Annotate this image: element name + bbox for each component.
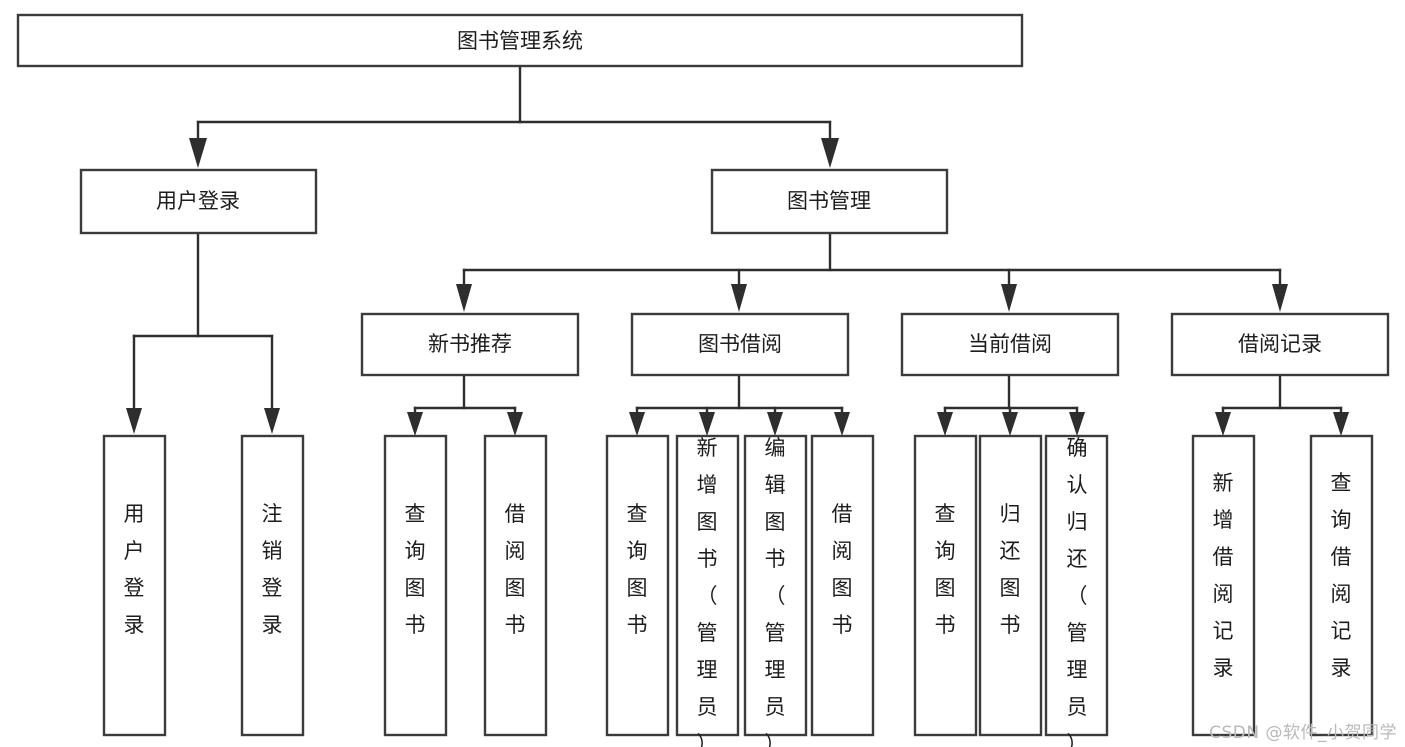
arrow-head-current-borrow [1001, 284, 1017, 312]
node-new-book-recommend-label: 新书推荐 [428, 332, 512, 356]
leaf-node-add-book-label: 新增图书（管理员） [697, 436, 718, 747]
arrow-head-leaf-query-book-a [407, 412, 423, 436]
connector-group-book-borrow [629, 373, 850, 436]
leaf-node-borrow-book[interactable]: 借阅图书 [810, 434, 875, 737]
leaf-node-query-borrow-record-label: 查询借阅记录 [1331, 471, 1352, 680]
leaf-node-borrow-book-recommend[interactable]: 借阅图书 [483, 434, 548, 737]
connector-group-root [189, 64, 839, 168]
arrow-head-leaf-query-book-b [629, 412, 645, 436]
leaf-node-borrow-book-label: 借阅图书 [832, 502, 853, 637]
arrow-head-borrow-record [1272, 284, 1288, 312]
connector-group-borrow-record [1215, 373, 1349, 436]
node-current-borrow-box [900, 312, 1120, 377]
leaf-node-query-book-borrow[interactable]: 查询图书 [605, 434, 670, 737]
arrow-head-leaf-borrow-book-a [507, 412, 523, 436]
leaf-node-add-book-box [675, 434, 740, 737]
leaf-node-user-login[interactable]: 用户登录 [102, 434, 167, 737]
leaf-node-query-book-current-label: 查询图书 [935, 502, 956, 637]
node-user-login[interactable]: 用户登录 [79, 168, 318, 235]
leaf-node-query-book-borrow-label: 查询图书 [627, 502, 648, 637]
arrow-head-book-mgmt [821, 138, 839, 168]
leaf-node-query-book-borrow-box [605, 434, 670, 737]
leaf-node-add-borrow-record-label: 新增借阅记录 [1213, 471, 1234, 680]
connector-group-user-login [126, 231, 280, 434]
leaf-node-add-borrow-record-box [1191, 434, 1256, 737]
node-root[interactable]: 图书管理系统 [16, 13, 1024, 68]
leaf-node-query-book-recommend-label: 查询图书 [405, 502, 426, 637]
leaf-node-logout[interactable]: 注销登录 [240, 434, 305, 737]
leaf-node-query-borrow-record-box [1309, 434, 1374, 737]
node-current-borrow[interactable]: 当前借阅 [900, 312, 1120, 377]
arrow-head-leaf-add-book [699, 412, 715, 436]
arrow-head-book-borrow [731, 284, 747, 312]
leaf-node-borrow-book-recommend-label: 借阅图书 [505, 502, 526, 637]
connector-group-new-book [407, 373, 523, 436]
node-new-book-recommend-box [360, 312, 580, 377]
leaf-node-edit-book-box [743, 434, 808, 737]
leaf-node-return-book-box [978, 434, 1043, 737]
leaf-node-edit-book-label: 编辑图书（管理员） [765, 436, 786, 747]
leaf-node-return-book[interactable]: 归还图书 [978, 434, 1043, 737]
node-borrow-record-box [1170, 312, 1390, 377]
node-current-borrow-label: 当前借阅 [968, 332, 1052, 356]
arrow-head-leaf-edit-book [767, 412, 783, 436]
leaf-node-query-book-recommend[interactable]: 查询图书 [383, 434, 448, 737]
arrow-head-leaf-add-record [1215, 412, 1231, 436]
leaf-node-query-borrow-record[interactable]: 查询借阅记录 [1309, 434, 1374, 737]
connector-group-current-borrow [937, 373, 1085, 436]
leaf-node-query-book-current[interactable]: 查询图书 [913, 434, 978, 737]
arrow-head-leaf-user-login [126, 408, 142, 434]
csdn-watermark: CSDN @软件_小贺同学 [1209, 723, 1397, 743]
node-book-borrow-label: 图书借阅 [698, 332, 782, 356]
node-root-label: 图书管理系统 [457, 29, 583, 53]
leaf-node-edit-book[interactable]: 编辑图书（管理员） [743, 434, 808, 747]
arrow-head-leaf-confirm-return [1069, 412, 1085, 436]
arrow-head-user-login [189, 138, 207, 168]
node-book-management-label: 图书管理 [787, 189, 871, 213]
arrow-head-new-book [456, 284, 472, 312]
arrow-head-leaf-logout [264, 408, 280, 434]
leaf-node-query-book-recommend-box [383, 434, 448, 737]
leaf-node-logout-box [240, 434, 305, 737]
leaf-node-confirm-return-box [1044, 434, 1109, 737]
leaf-node-borrow-book-recommend-box [483, 434, 548, 737]
node-book-borrow-box [630, 312, 850, 377]
node-book-management-box [710, 168, 949, 235]
node-borrow-record[interactable]: 借阅记录 [1170, 312, 1390, 377]
leaf-node-return-book-label: 归还图书 [1000, 502, 1021, 637]
leaf-node-user-login-box [102, 434, 167, 737]
node-user-login-label: 用户登录 [156, 189, 240, 213]
node-borrow-record-label: 借阅记录 [1238, 332, 1322, 356]
arrow-head-leaf-borrow-book-b [834, 412, 850, 436]
node-new-book-recommend[interactable]: 新书推荐 [360, 312, 580, 377]
node-book-management[interactable]: 图书管理 [710, 168, 949, 235]
leaf-node-user-login-label: 用户登录 [124, 502, 145, 637]
leaf-node-confirm-return[interactable]: 确认归还（管理员） [1044, 434, 1109, 747]
connector-group-book-mgmt [456, 231, 1288, 312]
leaf-node-borrow-book-box [810, 434, 875, 737]
leaf-node-add-borrow-record[interactable]: 新增借阅记录 [1191, 434, 1256, 737]
arrow-head-leaf-query-record [1333, 412, 1349, 436]
node-root-box [16, 13, 1024, 68]
node-user-login-box [79, 168, 318, 235]
arrow-head-leaf-return-book [1002, 412, 1018, 436]
leaf-node-logout-label: 注销登录 [262, 502, 283, 637]
leaf-node-query-book-current-box [913, 434, 978, 737]
leaf-node-add-book[interactable]: 新增图书（管理员） [675, 434, 740, 747]
leaf-node-confirm-return-label: 确认归还（管理员） [1067, 436, 1088, 747]
node-book-borrow[interactable]: 图书借阅 [630, 312, 850, 377]
arrow-head-leaf-query-book-c [937, 412, 953, 436]
